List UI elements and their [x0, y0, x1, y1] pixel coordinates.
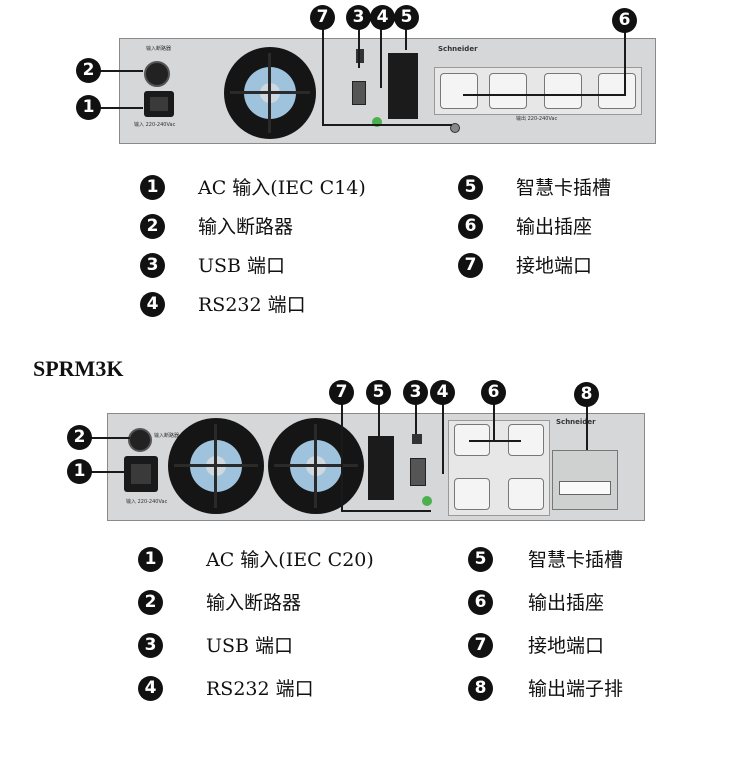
- legend-label: 输出插座: [528, 592, 605, 614]
- top-input-label: 输入 220-240Vac: [134, 122, 176, 128]
- model-title: SPRM3K: [33, 356, 124, 381]
- top-breaker-label: 输入断路器: [146, 46, 172, 52]
- callout-7: 7: [329, 380, 354, 405]
- legend-badge: 4: [138, 676, 163, 701]
- legend-label: 输入断路器: [198, 216, 294, 238]
- legend-label: 接地端口: [528, 635, 605, 657]
- legend-label: USB 端口: [206, 635, 294, 657]
- callout-2: 2: [76, 58, 101, 83]
- callout-8: 8: [574, 382, 599, 407]
- legend-badge: 2: [140, 214, 165, 239]
- bottom-ups-rear-panel: 输入断路器 输入 220-240Vac Schneider: [107, 413, 645, 521]
- legend-label: 输出插座: [516, 216, 593, 238]
- legend-badge: 6: [458, 214, 483, 239]
- legend-badge: 1: [140, 175, 165, 200]
- rs232-port: [410, 458, 426, 486]
- callout-6: 6: [481, 380, 506, 405]
- legend-badge: 3: [138, 633, 163, 658]
- legend-label: 智慧卡插槽: [516, 177, 612, 199]
- top-brand: Schneider: [438, 45, 478, 53]
- output-outlet: [508, 424, 544, 456]
- ground-screw: [422, 496, 432, 506]
- legend-badge: 5: [458, 175, 483, 200]
- output-outlet: [440, 73, 478, 109]
- callout-2: 2: [67, 425, 92, 450]
- legend-badge: 3: [140, 253, 165, 278]
- output-outlet: [544, 73, 582, 109]
- legend-label: 接地端口: [516, 255, 593, 277]
- usb-port: [356, 49, 364, 63]
- bottom-brand: Schneider: [556, 418, 596, 426]
- callout-1: 1: [67, 459, 92, 484]
- input-breaker: [128, 428, 152, 452]
- callout-3: 3: [346, 5, 371, 30]
- legend-badge: 2: [138, 590, 163, 615]
- legend-badge: 7: [468, 633, 493, 658]
- legend-badge: 8: [468, 676, 493, 701]
- legend-badge: 5: [468, 547, 493, 572]
- callout-5: 5: [366, 380, 391, 405]
- usb-port: [412, 434, 422, 444]
- legend-badge: 1: [138, 547, 163, 572]
- callout-4: 4: [430, 380, 455, 405]
- callout-7: 7: [310, 5, 335, 30]
- legend-label: 智慧卡插槽: [528, 549, 624, 571]
- callout-4: 4: [370, 5, 395, 30]
- smart-slot: [388, 53, 418, 119]
- top-output-label: 输出 220-240Vac: [516, 116, 558, 122]
- output-terminal-block: [552, 450, 618, 510]
- ground-screw: [372, 117, 382, 127]
- input-breaker: [144, 61, 170, 87]
- ac-inlet-c14: [144, 91, 174, 117]
- legend-badge: 6: [468, 590, 493, 615]
- top-ups-rear-panel: 输入断路器 输入 220-240Vac Schneider 输出 220-240…: [119, 38, 656, 144]
- legend-label: AC 输入(IEC C14): [198, 177, 366, 199]
- cooling-fan: [168, 418, 264, 514]
- output-outlet: [508, 478, 544, 510]
- legend-label: RS232 端口: [206, 678, 314, 700]
- callout-6: 6: [612, 8, 637, 33]
- bottom-input-label: 输入 220-240Vac: [126, 499, 168, 505]
- legend-label: RS232 端口: [198, 294, 306, 316]
- legend-label: USB 端口: [198, 255, 286, 277]
- callout-5: 5: [394, 5, 419, 30]
- callout-3: 3: [403, 380, 428, 405]
- bottom-breaker-label: 输入断路器: [154, 433, 180, 439]
- ac-inlet-c20: [124, 456, 158, 492]
- callout-1: 1: [76, 95, 101, 120]
- output-outlet: [598, 73, 636, 109]
- legend-label: 输入断路器: [206, 592, 302, 614]
- legend-badge: 7: [458, 253, 483, 278]
- rs232-port: [352, 81, 366, 105]
- smart-slot: [368, 436, 394, 500]
- cooling-fan: [268, 418, 364, 514]
- output-outlet: [489, 73, 527, 109]
- legend-badge: 4: [140, 292, 165, 317]
- output-outlet: [454, 478, 490, 510]
- cooling-fan: [224, 47, 316, 139]
- legend-label: 输出端子排: [528, 678, 624, 700]
- legend-label: AC 输入(IEC C20): [206, 549, 374, 571]
